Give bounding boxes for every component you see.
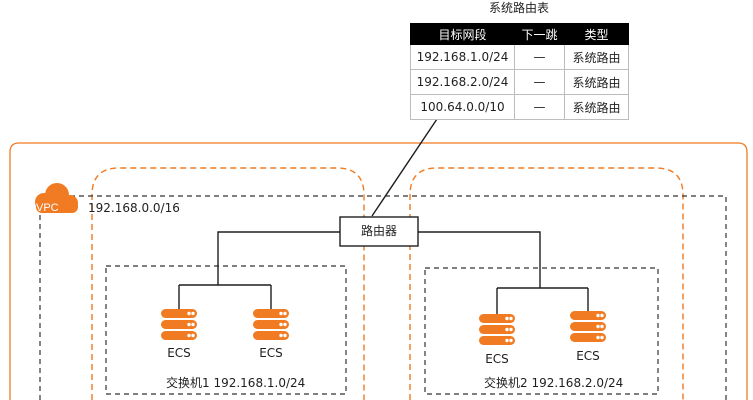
route-table-row: 100.64.0.0/10 — 系统路由 [410,94,629,120]
switch-1-label: 交换机1 192.168.1.0/24 [166,376,306,390]
ecs-server-icon [253,309,289,340]
route-table-header-row: 目标网段 下一跳 类型 [410,23,629,45]
route-next-hop-cell: — [514,44,565,70]
ecs-server-icon [570,311,606,342]
route-table-header: 下一跳 [514,23,565,45]
route-type-cell: 系统路由 [564,94,629,120]
ecs-server-icon [161,309,197,340]
route-table-header: 目标网段 [410,23,515,45]
vpc-cidr-label: 192.168.0.0/16 [88,201,180,215]
vpc-border [39,195,727,400]
route-table-header: 类型 [564,23,629,45]
vpc-label: VPC [36,202,59,214]
route-table-title: 系统路由表 [488,1,549,15]
route-table-row: 192.168.2.0/24 — 系统路由 [410,69,629,95]
route-destination-cell: 192.168.1.0/24 [410,44,515,70]
zone-left-border [91,167,365,400]
region-border [9,142,748,400]
cloud-icon [35,183,78,213]
route-destination-cell: 100.64.0.0/10 [410,94,515,120]
ecs-label: ECS [167,346,191,360]
route-table-row: 192.168.1.0/24 — 系统路由 [410,44,629,70]
route-table: 目标网段 下一跳 类型 192.168.1.0/24 — 系统路由 192.16… [410,23,629,120]
route-type-cell: 系统路由 [564,69,629,95]
connection-lines [178,118,589,314]
ecs-server-icon [479,314,515,345]
ecs-label: ECS [485,352,509,366]
route-next-hop-cell: — [514,69,565,95]
switch-2-label: 交换机2 192.168.2.0/24 [484,376,624,390]
ecs-label: ECS [259,346,283,360]
router-box [339,216,419,247]
route-type-cell: 系统路由 [564,44,629,70]
zone-right-border [409,167,684,400]
router-label: 路由器 [360,224,397,238]
switch-1-box [105,265,347,395]
ecs-label: ECS [576,349,600,363]
route-next-hop-cell: — [514,94,565,120]
route-destination-cell: 192.168.2.0/24 [410,69,515,95]
